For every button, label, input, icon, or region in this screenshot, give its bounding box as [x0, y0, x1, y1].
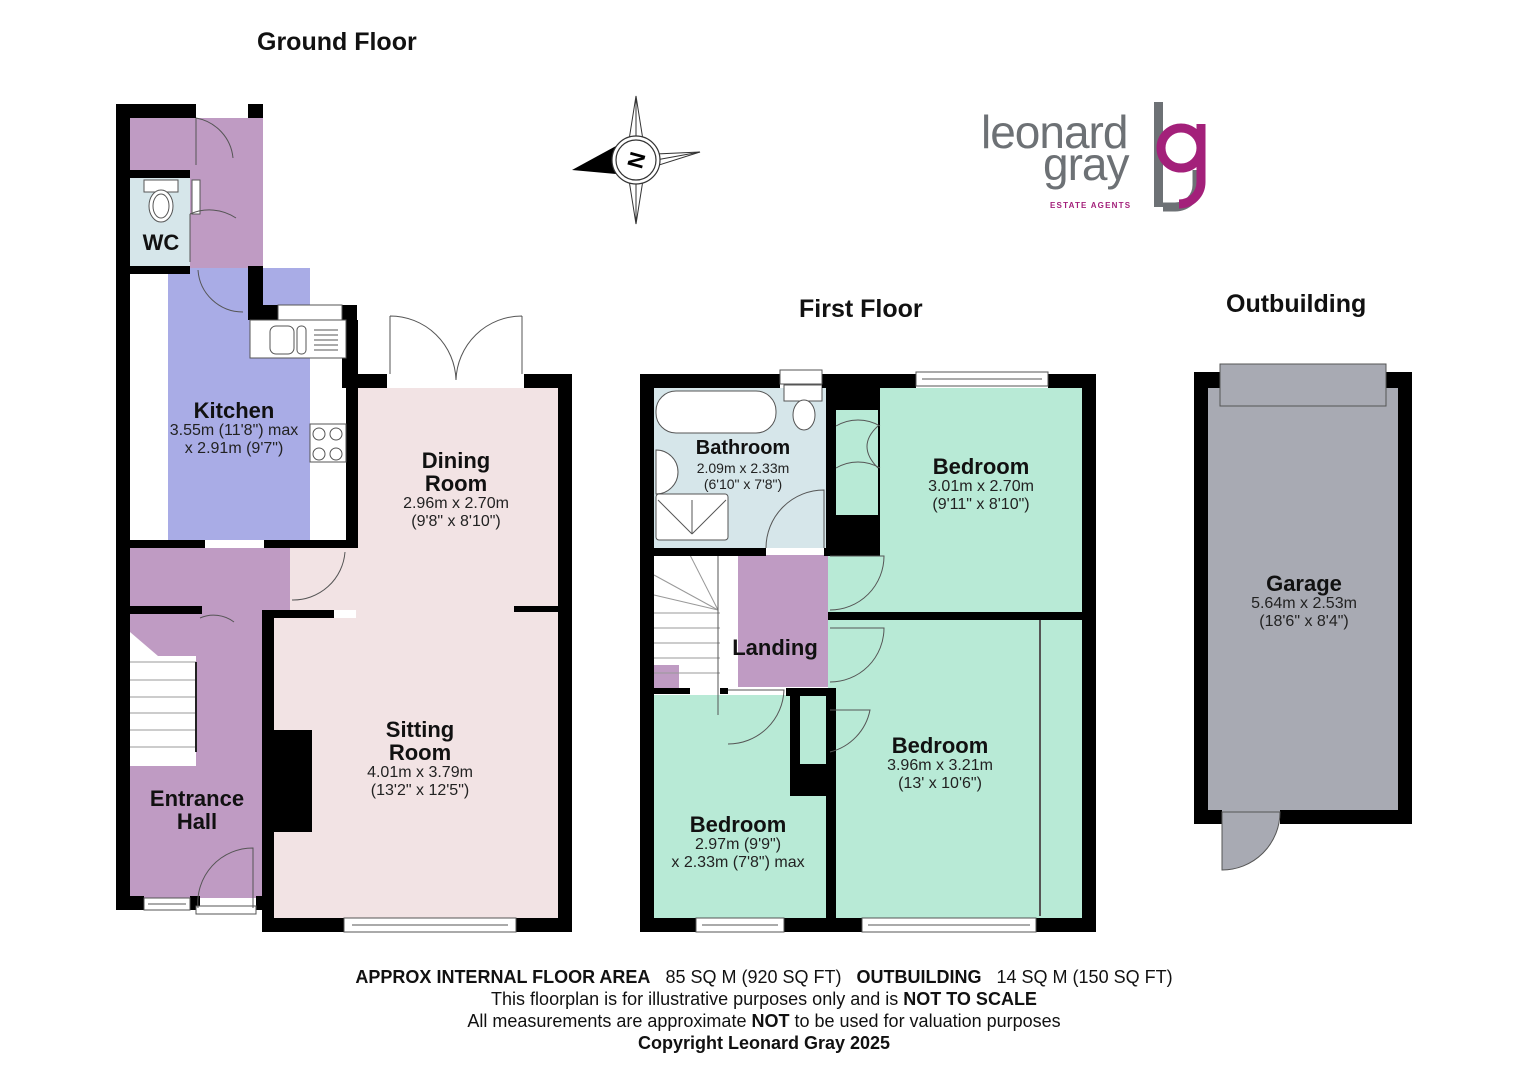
disclaimer-valuation-suffix: to be used for valuation purposes	[794, 1011, 1061, 1031]
logo-tagline: ESTATE AGENTS	[1050, 201, 1132, 210]
disclaimer-valuation-bold: NOT	[751, 1011, 790, 1031]
garage-walls	[1194, 372, 1412, 824]
leonard-gray-logo: leonard gray ESTATE AGENTS	[975, 100, 1225, 220]
toilet-icon	[143, 179, 201, 223]
bedroom-2-label: Bedroom 3.96m x 3.21m (13' x 10'6")	[887, 734, 993, 793]
basin-icon	[655, 449, 679, 495]
sitting-room-label: Sitting Room 4.01m x 3.79m (13'2" x 12'5…	[367, 718, 473, 800]
kitchen-worktop-left	[130, 268, 168, 540]
disclaimer-valuation-prefix: All measurements are approximate	[467, 1011, 747, 1031]
kitchen-dim-2: x 2.91m (9'7")	[184, 440, 284, 457]
garage-dim-1: 5.64m x 2.53m	[1251, 595, 1357, 612]
copyright-text: Copyright Leonard Gray 2025	[637, 1033, 891, 1053]
sitting-dim-2: (13'2" x 12'5")	[370, 782, 470, 799]
first-doors	[727, 419, 885, 753]
kitchen-dim-1: 3.55m (11'8") max	[169, 422, 299, 439]
sitting-name-1: Sitting	[385, 717, 455, 742]
bathroom-fittings	[655, 384, 823, 541]
entrance-hall-label: Entrance Hall	[150, 787, 244, 833]
bedroom-2-dim-1: 3.96m x 3.21m	[887, 757, 993, 774]
bathroom-dim-1: 2.09m x 2.33m	[696, 460, 790, 476]
area-summary: APPROX INTERNAL FLOOR AREA 85 SQ M (920 …	[0, 966, 1528, 988]
wc-name: WC	[142, 230, 180, 255]
entrance-name-2: Hall	[176, 809, 218, 834]
garage-dim-2: (18'6" x 8'4")	[1259, 613, 1349, 630]
ground-doors	[189, 117, 523, 909]
bathroom-label: Bathroom 2.09m x 2.33m (6'10" x 7'8")	[696, 437, 790, 492]
dining-name-2: Room	[424, 471, 488, 496]
first-windows	[695, 369, 1049, 933]
bedroom-3-label: Bedroom 2.97m (9'9") x 2.33m (7'8") max	[671, 813, 804, 872]
garage-room	[1208, 388, 1398, 818]
ground-floor-plan	[116, 104, 572, 933]
wc-label: WC	[143, 231, 180, 254]
bathtub-icon	[655, 390, 777, 434]
bedroom-1-dim-1: 3.01m x 2.70m	[928, 478, 1034, 495]
bedroom-1-name: Bedroom	[932, 454, 1030, 479]
dining-room-label: Dining Room 2.96m x 2.70m (9'8" x 8'10")	[403, 449, 509, 531]
sitting-dim-1: 4.01m x 3.79m	[367, 764, 473, 781]
bedroom-3-room	[654, 695, 828, 918]
garage-side-door	[1221, 811, 1281, 871]
bedroom-3-dim-2: x 2.33m (7'8") max	[671, 854, 805, 871]
lg-monogram-icon	[1154, 102, 1206, 212]
bedroom-3-dim-1: 2.97m (9'9")	[694, 836, 782, 853]
first-floor-plan	[640, 369, 1096, 933]
landing-label: Landing	[732, 636, 818, 659]
dining-dim-1: 2.96m x 2.70m	[403, 495, 509, 512]
area-value: 85 SQ M (920 SQ FT)	[665, 967, 842, 987]
bedroom-1-label: Bedroom 3.01m x 2.70m (9'11" x 8'10")	[928, 455, 1034, 514]
area-label: APPROX INTERNAL FLOOR AREA	[355, 967, 651, 987]
dining-name-1: Dining	[421, 448, 491, 473]
entrance-name-1: Entrance	[149, 786, 245, 811]
logo-word-gray: gray	[1043, 138, 1129, 190]
garage-door	[1219, 363, 1387, 407]
toilet-icon	[792, 399, 816, 431]
disclaimer-scale-text: This floorplan is for illustrative purpo…	[491, 989, 899, 1009]
kitchen-name: Kitchen	[193, 398, 275, 423]
landing-room	[738, 555, 828, 687]
ground-windows	[143, 304, 517, 933]
bedroom-2-dim-2: (13' x 10'6")	[898, 775, 982, 792]
footer-notes: APPROX INTERNAL FLOOR AREA 85 SQ M (920 …	[0, 966, 1528, 1054]
first-floor-title: First Floor	[799, 295, 923, 323]
bedroom-2-name: Bedroom	[891, 733, 989, 758]
dining-dim-2: (9'8" x 8'10")	[411, 513, 501, 530]
outbuilding-area-label: OUTBUILDING	[856, 967, 982, 987]
kitchen-fittings	[249, 319, 347, 463]
ground-walls	[116, 104, 572, 932]
copyright: Copyright Leonard Gray 2025	[0, 1032, 1528, 1054]
outbuilding-area-value: 14 SQ M (150 SQ FT)	[996, 967, 1173, 987]
sitting-name-2: Room	[388, 740, 452, 765]
logo-word-leonard: leonard	[981, 106, 1128, 158]
bedroom-1-room	[836, 388, 1082, 612]
disclaimer-valuation: All measurements are approximate NOT to …	[0, 1010, 1528, 1032]
bedroom-1-dim-2: (9'11" x 8'10")	[932, 496, 1030, 513]
landing-name: Landing	[732, 635, 818, 660]
ground-floor-title: Ground Floor	[257, 28, 417, 56]
garage-name: Garage	[1266, 571, 1342, 596]
disclaimer-scale-bold: NOT TO SCALE	[903, 989, 1037, 1009]
outbuilding-plan	[1194, 363, 1412, 871]
compass-north-label: N	[622, 149, 650, 171]
bathroom-name: Bathroom	[695, 437, 791, 459]
kitchen-label: Kitchen 3.55m (11'8") max x 2.91m (9'7")	[170, 399, 298, 458]
compass-rose-icon: N	[572, 95, 701, 225]
outbuilding-title: Outbuilding	[1226, 290, 1367, 318]
garage-label: Garage 5.64m x 2.53m (18'6" x 8'4")	[1251, 572, 1357, 631]
first-walls	[640, 374, 1096, 932]
bathroom-dim-2: (6'10" x 7'8")	[703, 476, 783, 492]
bedroom-3-name: Bedroom	[689, 812, 787, 837]
disclaimer-scale: This floorplan is for illustrative purpo…	[0, 988, 1528, 1010]
ground-stairs	[130, 618, 197, 766]
